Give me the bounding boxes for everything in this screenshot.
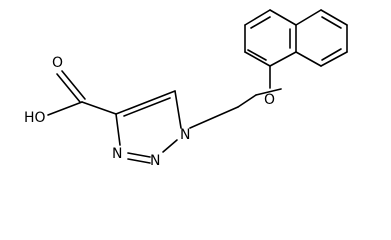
bond-naph-3 bbox=[244, 9, 271, 26]
bond-ch2-o bbox=[255, 88, 282, 96]
bond-naph-4 bbox=[269, 9, 297, 26]
bond-c-oh bbox=[47, 101, 83, 116]
atom-label-n2: N bbox=[150, 153, 160, 169]
bond-naph-6 bbox=[269, 51, 297, 67]
bond-c5-n1 bbox=[174, 90, 182, 129]
bond-naph-10-inner bbox=[321, 48, 342, 61]
atom-label-n1: N bbox=[180, 127, 190, 143]
bond-n3-n2-b bbox=[127, 158, 151, 164]
bond-naph-1-inner bbox=[247, 49, 267, 61]
bond-c4-c5 bbox=[115, 90, 176, 115]
bond-n2-n1 bbox=[162, 139, 178, 153]
bond-ch2-ch2 bbox=[237, 94, 257, 108]
bond-naph-1 bbox=[244, 51, 271, 67]
bond-n1-ch2 bbox=[189, 106, 239, 129]
bond-c4-c5-inner bbox=[123, 97, 171, 117]
bond-n3-n2-a bbox=[127, 152, 151, 158]
bond-c-o-double-b bbox=[61, 70, 86, 100]
structure-svg: HO O N N N O bbox=[24, 9, 348, 169]
bond-c4-n3 bbox=[115, 113, 121, 146]
atom-label-n3: N bbox=[112, 146, 122, 162]
molecule-diagram: HO O N N N O bbox=[24, 9, 348, 169]
bond-c-o-double-a bbox=[56, 73, 81, 103]
atom-label-o-ether: O bbox=[264, 92, 275, 108]
bond-naph-8 bbox=[320, 9, 348, 26]
bond-naph-11 bbox=[295, 51, 322, 67]
bond-naph-10 bbox=[320, 51, 348, 67]
bond-c-c4 bbox=[81, 101, 117, 115]
atom-label-o-carbonyl: O bbox=[52, 55, 63, 71]
atom-label-ho: HO bbox=[24, 110, 46, 126]
bond-naph-7 bbox=[295, 9, 322, 26]
bond-naph-8-inner bbox=[321, 16, 342, 29]
bond-naph-3-inner bbox=[250, 16, 271, 29]
